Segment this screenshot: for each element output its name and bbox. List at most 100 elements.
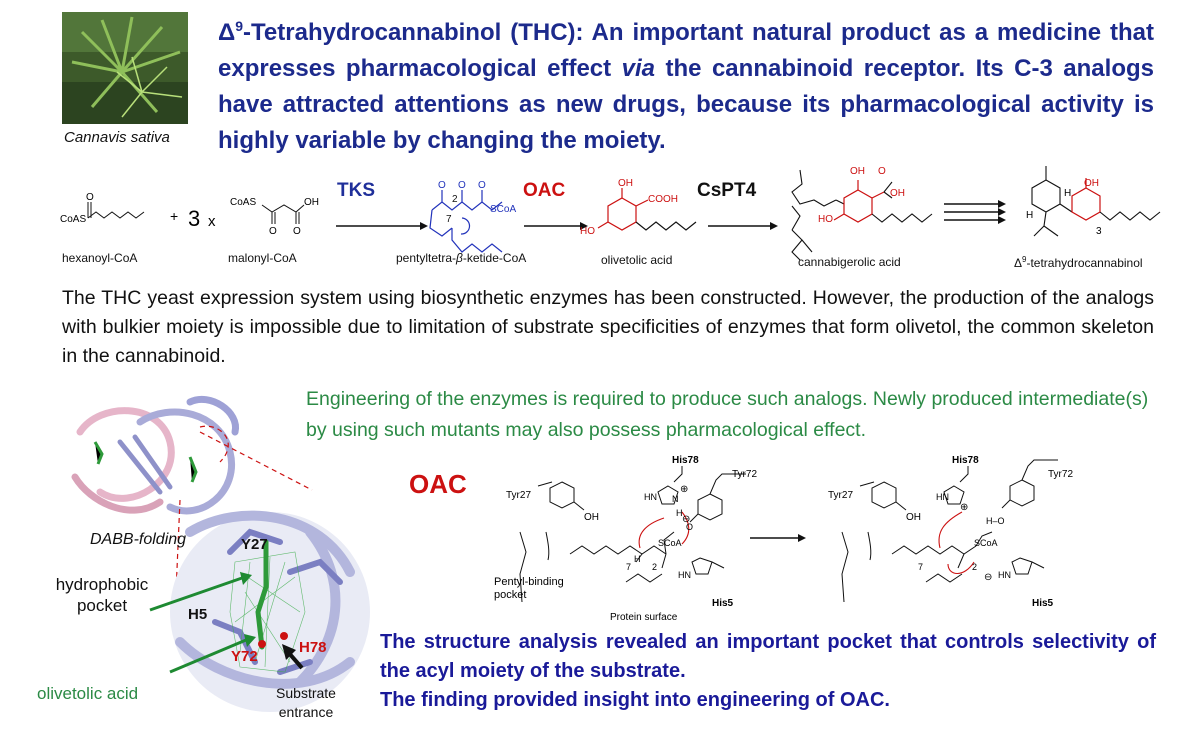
cbga-oh2: OH <box>890 188 905 199</box>
residue-y72: Y72 <box>231 648 258 665</box>
two-right: 2 <box>972 562 977 572</box>
o-left: O <box>686 522 693 532</box>
his5-right: His5 <box>1032 598 1054 609</box>
substrate-line2: entrance <box>278 704 334 720</box>
malonyl-o1: O <box>269 226 277 237</box>
residue-y27: Y27 <box>241 536 268 553</box>
tetraketide-7: 7 <box>446 214 452 225</box>
olivetolic-ho: HO <box>580 226 595 237</box>
thc-sup: 9 <box>1022 255 1027 264</box>
olivetolic-cooh: COOH <box>648 194 678 205</box>
his78-right: His78 <box>952 455 979 466</box>
plus-right: ⊕ <box>960 502 968 513</box>
delta-symbol: Δ <box>218 19 236 46</box>
seven-right: 7 <box>918 562 923 572</box>
tyr72-right: Tyr72 <box>1048 469 1073 480</box>
substrate-line1: Substrate <box>276 685 336 701</box>
plus-sign: + <box>170 208 178 224</box>
thc-h2: H <box>1026 210 1033 221</box>
conclusion-line2: The finding provided insight into engine… <box>380 689 890 711</box>
oac-mechanism-title: OAC <box>409 469 467 499</box>
protein-structure-figure <box>71 395 370 712</box>
malonyl-o2: O <box>293 226 301 237</box>
cbga-oh: OH <box>850 166 865 177</box>
hydrophobic-line1: hydrophobic <box>55 575 149 594</box>
plus-left: ⊕ <box>680 484 688 495</box>
scoa-left: SCoA <box>658 538 682 548</box>
tetraketide-beta: β <box>456 251 463 265</box>
three-multiplier: 3 <box>188 206 200 231</box>
dabb-folding-label: DABB-folding <box>90 531 187 548</box>
paragraph-engineering: Engineering of the enzymes is required t… <box>306 388 1149 441</box>
scoa-right: SCoA <box>974 538 998 548</box>
his5-left: His5 <box>712 598 734 609</box>
conclusion-text: The structure analysis revealed an impor… <box>380 628 1156 715</box>
oac-enzyme-label: OAC <box>523 180 566 201</box>
tyr27-right: Tyr27 <box>828 490 853 501</box>
hn-left: HN <box>644 492 657 502</box>
tetraketide-scoa: SCoA <box>490 204 516 215</box>
title-part1: -Tetrahydrocannabinol (THC): An importan… <box>218 19 1154 82</box>
hexanoyl-coas: CoAS <box>60 214 86 225</box>
hexanoyl-coa-label: hexanoyl-CoA <box>62 251 138 265</box>
thc-suffix: -tetrahydrocannabinol <box>1026 256 1143 270</box>
olivetolic-acid-label: olivetolic acid <box>601 253 673 267</box>
tetraketide-2: 2 <box>452 194 458 205</box>
thc-delta: Δ <box>1014 256 1023 270</box>
hexanoyl-o: O <box>86 192 94 203</box>
tetraketide-label: pentyltetra-β-ketide-CoA <box>396 251 526 265</box>
title-superscript: 9 <box>235 18 244 34</box>
pentyl-line2: pocket <box>494 589 526 601</box>
hn-his5-left: HN <box>678 570 691 580</box>
n-left: N <box>672 494 679 504</box>
ho-right: H–O <box>986 516 1005 526</box>
tetraketide-o1: O <box>438 180 446 191</box>
malonyl-coa-label: malonyl-CoA <box>228 251 297 265</box>
hn-right: HN <box>936 492 949 502</box>
tetraketide-suffix: -ketide-CoA <box>462 251 527 265</box>
tks-enzyme-label: TKS <box>337 180 375 201</box>
tetraketide-o2: O <box>458 180 466 191</box>
tyr72-left: Tyr72 <box>732 469 757 480</box>
paragraph-yeast-system: The THC yeast expression system using bi… <box>62 287 1154 367</box>
cspt4-enzyme-label: CsPT4 <box>697 180 757 201</box>
malonyl-coas: CoAS <box>230 197 256 208</box>
hn-his5-right: HN <box>998 570 1011 580</box>
biosynthesis-scheme: CoAS O + 3 x CoAS OH O O O O O SCoA 2 7 … <box>60 166 1161 261</box>
malonyl-oh: OH <box>304 197 319 208</box>
thc-oh: OH <box>1084 178 1099 189</box>
oh-right: OH <box>906 512 921 523</box>
times-x: x <box>208 213 216 230</box>
h-alpha-left: H <box>634 554 641 564</box>
his78-left: His78 <box>672 455 699 466</box>
oh-left: OH <box>584 512 599 523</box>
seven-left: 7 <box>626 562 631 572</box>
thc-h1: H <box>1064 188 1071 199</box>
page-title: Δ9-Tetrahydrocannabinol (THC): An import… <box>218 8 1154 159</box>
tetraketide-prefix: pentyltetra- <box>396 251 457 265</box>
title-via: via <box>621 55 655 82</box>
tyr27-left: Tyr27 <box>506 490 531 501</box>
substrate-entrance-label: Substrate entrance <box>270 684 342 722</box>
protein-surface: Protein surface <box>610 612 678 623</box>
oac-mechanism-scheme: His78 Tyr72 Tyr27 OH HN N ⊕ H ⊖ O SCoA H… <box>494 455 1073 623</box>
cannabigerolic-acid-label: cannabigerolic acid <box>798 255 901 269</box>
tetraketide-o3: O <box>478 180 486 191</box>
olivetolic-acid-structure-label: olivetolic acid <box>37 684 139 703</box>
cbga-o: O <box>878 166 886 177</box>
cbga-ho: HO <box>818 214 833 225</box>
minus-left: ⊖ <box>682 514 690 525</box>
olivetolic-oh: OH <box>618 178 633 189</box>
thc-3: 3 <box>1096 226 1102 237</box>
residue-h5: H5 <box>188 606 208 623</box>
thc-label: Δ9-tetrahydrocannabinol <box>1014 255 1143 270</box>
title-part2: the cannabinoid receptor. Its C-3 analog… <box>218 55 1154 154</box>
minus-right: ⊖ <box>984 572 992 583</box>
cannabis-photo <box>62 12 188 124</box>
residue-h78: H78 <box>299 639 327 656</box>
conclusion-line1: The structure analysis revealed an impor… <box>380 631 1156 682</box>
pentyl-line1: Pentyl-binding <box>494 576 564 588</box>
two-left: 2 <box>652 562 657 572</box>
h-left: H <box>676 508 683 518</box>
hydrophobic-line2: pocket <box>76 596 128 615</box>
